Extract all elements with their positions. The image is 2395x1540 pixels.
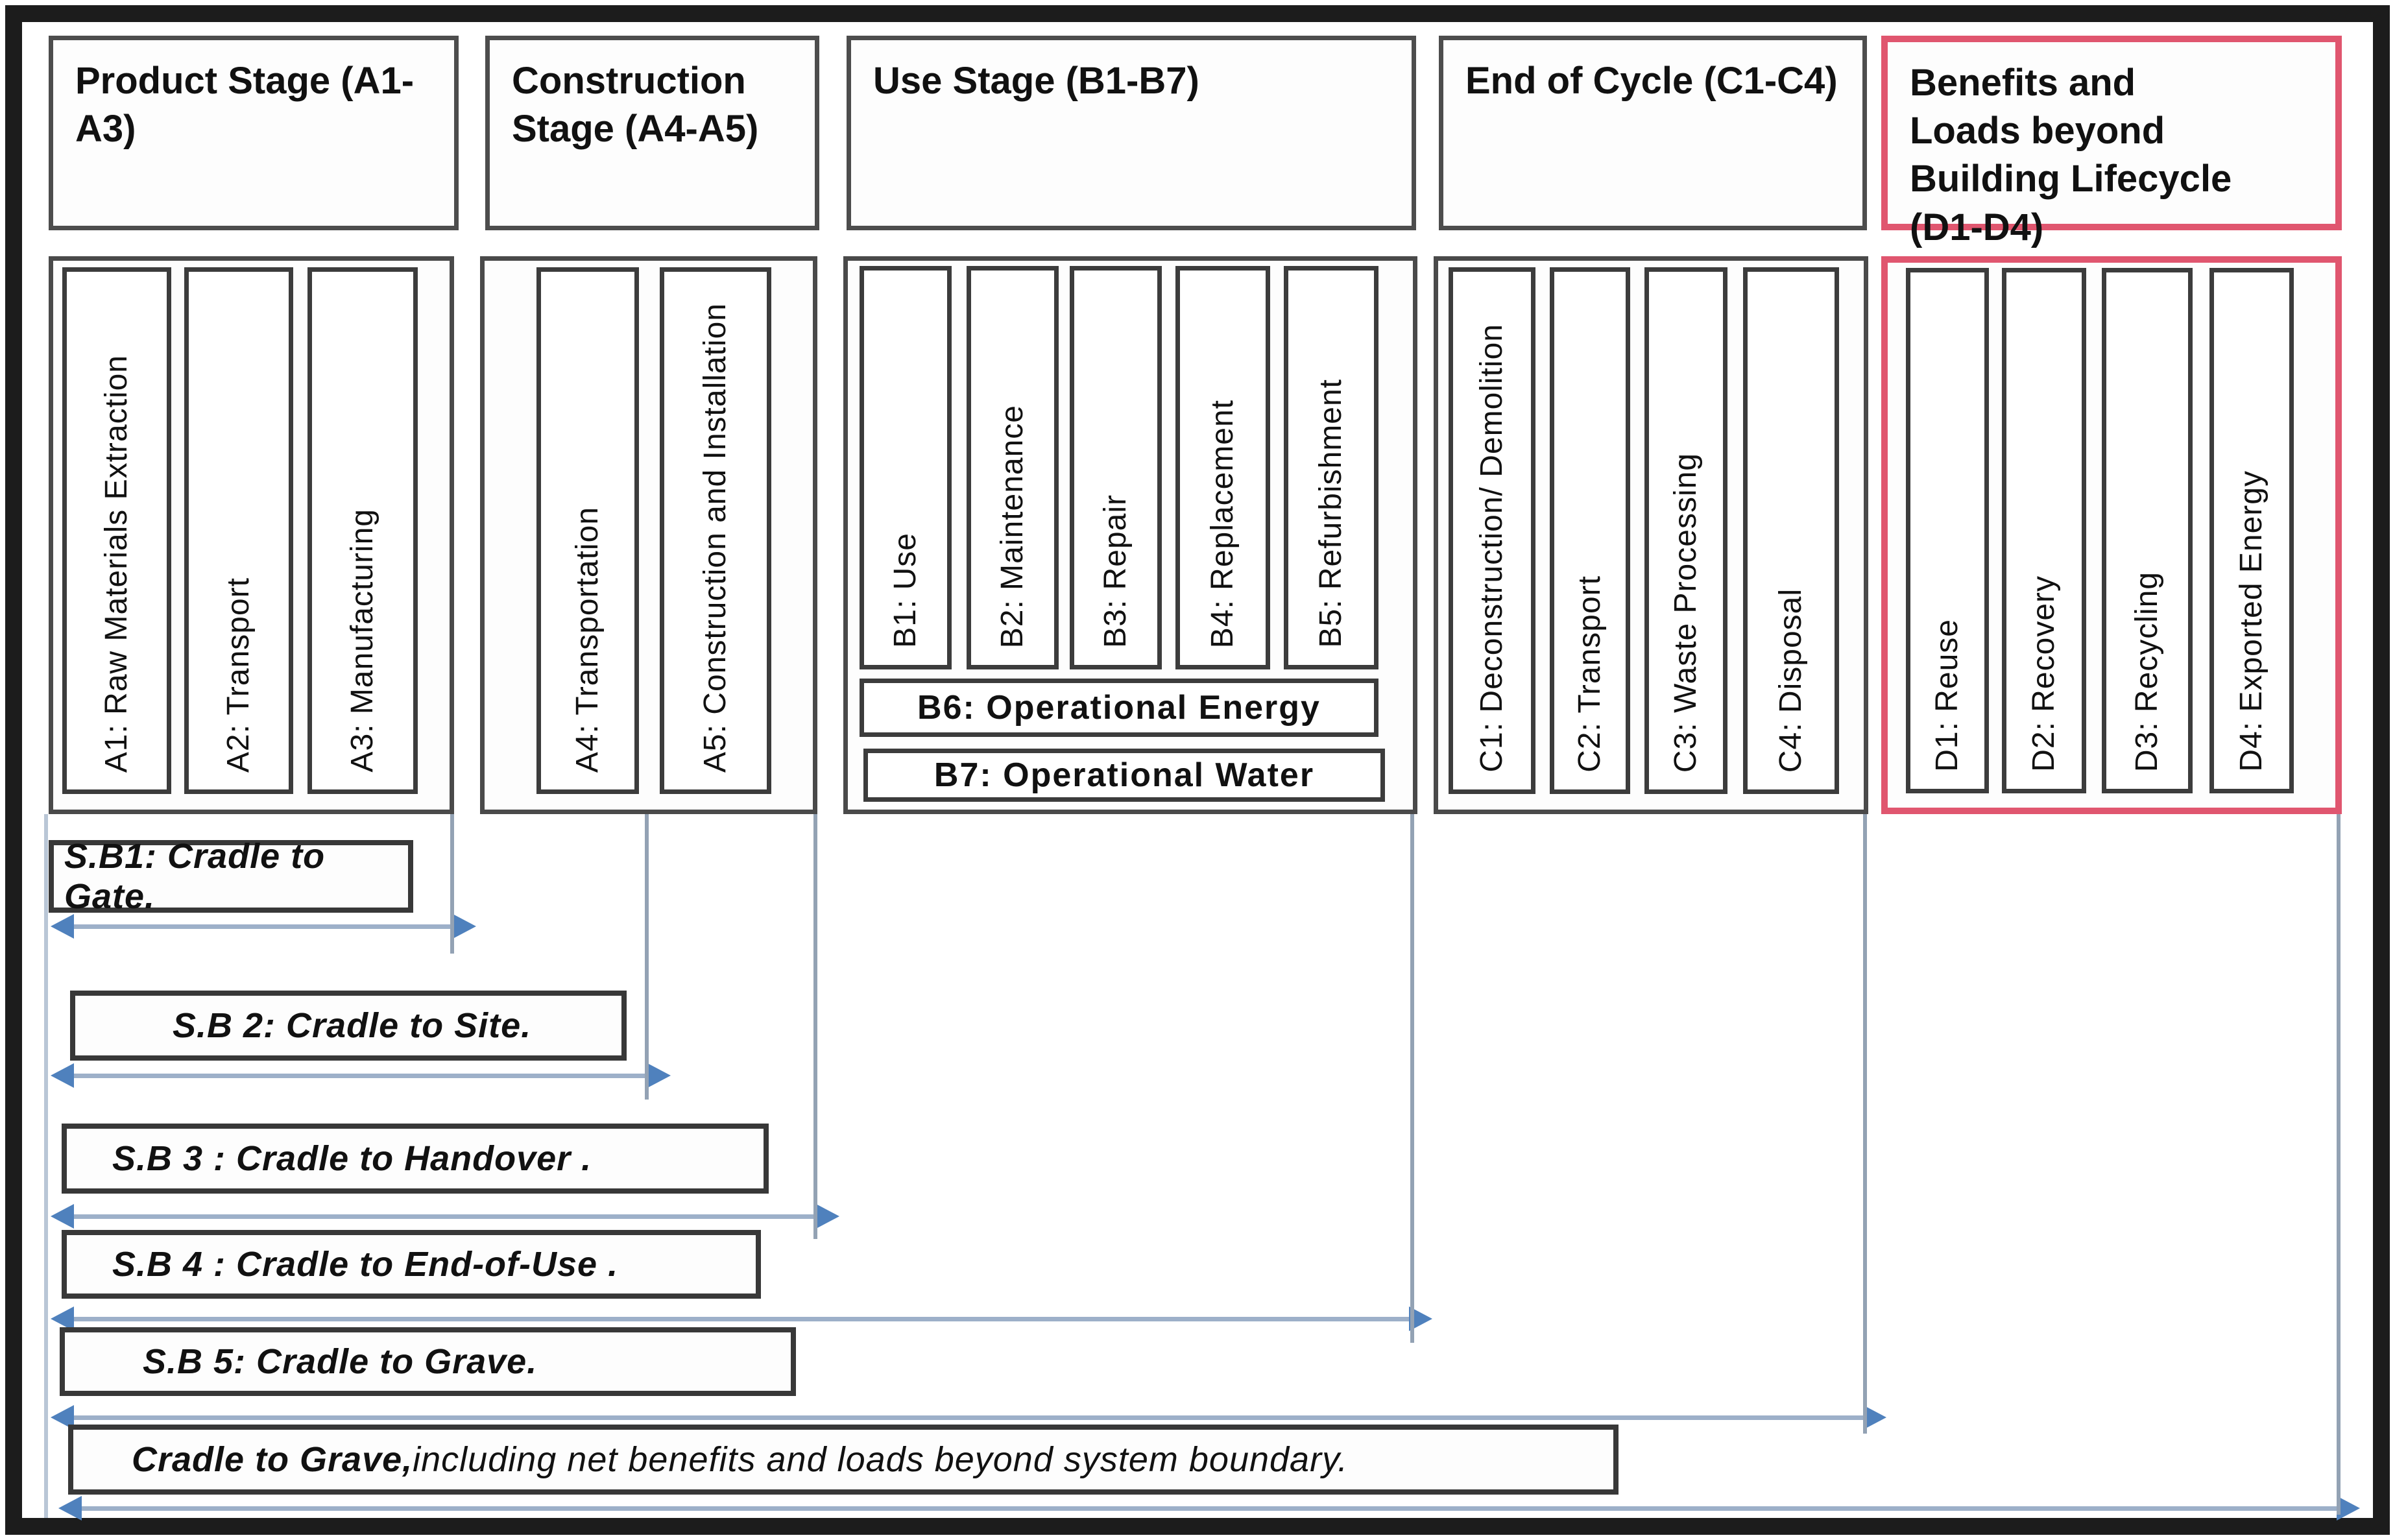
module-a2-label: A2: Transport [221,577,256,773]
module-a3: A3: Manufacturing [307,267,418,794]
module-c2-label: C2: Transport [1572,575,1607,773]
boundary-sb2-extent-arrow [51,1063,671,1088]
module-b3: B3: Repair [1070,266,1162,669]
module-a1-label: A1: Raw Materials Extraction [99,354,134,773]
boundary-sb3-label: S.B 3 : Cradle to Handover . [112,1139,592,1178]
module-d4: D4: Exported Energy [2209,268,2294,793]
boundary-sb5-box: S.B 5: Cradle to Grave. [60,1327,796,1396]
module-d4-label: D4: Exported Energy [2234,470,2269,772]
connector-product-to-sb1 [450,814,454,954]
module-a2: A2: Transport [184,267,293,794]
connector-a4-to-sb2 [645,814,649,1100]
module-b1: B1: Use [860,266,952,669]
boundary-sb3-extent-arrow [51,1204,839,1229]
group-end-of-cycle: C1: Deconstruction/ Demolition C2: Trans… [1434,256,1868,814]
module-d2: D2: Recovery [2002,268,2086,793]
module-b4-label: B4: Replacement [1205,399,1240,648]
module-b2-label: B2: Maintenance [995,404,1029,648]
group-product-stage: A1: Raw Materials Extraction A2: Transpo… [49,256,454,814]
boundary-sb1-label: S.B1: Cradle to Gate. [64,837,326,916]
module-a5: A5: Construction and Installation [660,267,771,794]
module-a3-label: A3: Manufacturing [345,509,379,773]
module-b3-label: B3: Repair [1098,494,1133,648]
module-d1: D1: Reuse [1906,268,1989,793]
module-b5: B5: Refurbishment [1284,266,1378,669]
module-b6-label: B6: Operational Energy [917,689,1321,727]
module-b2: B2: Maintenance [967,266,1059,669]
module-c1-label: C1: Deconstruction/ Demolition [1474,324,1509,773]
header-use-stage-label: Use Stage (B1-B7) [873,60,1199,102]
module-c4-label: C4: Disposal [1774,588,1808,773]
group-benefits-loads: D1: Reuse D2: Recovery D3: Recycling D4:… [1881,256,2342,814]
boundary-cradle-to-grave-bold-label: Cradle to Grave, [132,1440,413,1479]
boundary-cradle-to-grave-full-box: Cradle to Grave, including net benefits … [68,1425,1619,1495]
header-benefits-loads: Benefits and Loads beyond Building Lifec… [1881,36,2342,248]
header-construction-stage: Construction Stage (A4-A5) [485,36,819,230]
module-b7: B7: Operational Water [863,749,1385,802]
connector-end-of-cycle-to-sb5 [1863,814,1867,1434]
module-b4: B4: Replacement [1175,266,1270,669]
connector-use-to-sb4 [1410,814,1414,1343]
boundary-sb5-extent-arrow [51,1405,1886,1430]
module-a4: A4: Transportation [536,267,639,794]
boundary-sb5-label: S.B 5: Cradle to Grave. [143,1342,538,1381]
header-end-of-cycle: End of Cycle (C1-C4) [1439,36,1867,230]
boundary-sb1-box: S.B1: Cradle to Gate. [49,837,413,916]
module-b6: B6: Operational Energy [860,679,1378,737]
module-b1-label: B1: Use [888,533,922,648]
header-construction-stage-label: Construction Stage (A4-A5) [512,60,759,150]
left-boundary-spine-line [44,814,48,1518]
connector-construction-to-sb3 [813,814,817,1239]
header-product-stage: Product Stage (A1-A3) [49,36,459,230]
boundary-sb3-box: S.B 3 : Cradle to Handover . [62,1124,769,1194]
boundary-cradle-to-grave-detail-label: including net benefits and loads beyond … [413,1440,1349,1479]
module-d3: D3: Recycling [2102,268,2193,793]
header-use-stage: Use Stage (B1-B7) [847,36,1416,230]
connector-benefits-to-full-extent [2337,814,2341,1515]
module-c3-label: C3: Waste Processing [1668,452,1703,773]
module-d2-label: D2: Recovery [2027,575,2061,772]
module-a1: A1: Raw Materials Extraction [62,267,171,794]
boundary-full-extent-arrow [58,1496,2360,1521]
boundary-sb2-box: S.B 2: Cradle to Site. [70,991,627,1061]
boundary-sb1-extent-arrow [51,914,476,939]
module-c2: C2: Transport [1550,267,1630,794]
module-a5-label: A5: Construction and Installation [698,302,732,773]
module-b7-label: B7: Operational Water [933,756,1315,794]
module-a4-label: A4: Transportation [570,506,605,773]
module-c3: C3: Waste Processing [1644,267,1727,794]
module-d3-label: D3: Recycling [2130,571,2164,772]
boundary-sb4-extent-arrow [51,1306,1432,1331]
module-d1-label: D1: Reuse [1930,619,1964,772]
boundary-sb4-label: S.B 4 : Cradle to End-of-Use . [112,1245,619,1284]
module-b5-label: B5: Refurbishment [1314,379,1348,648]
header-end-of-cycle-label: End of Cycle (C1-C4) [1465,60,1838,102]
header-product-stage-label: Product Stage (A1-A3) [75,60,415,150]
module-c1: C1: Deconstruction/ Demolition [1449,267,1535,794]
boundary-sb4-box: S.B 4 : Cradle to End-of-Use . [62,1230,761,1299]
module-c4: C4: Disposal [1743,267,1839,794]
boundary-sb2-label: S.B 2: Cradle to Site. [173,1006,532,1045]
header-benefits-loads-label: Benefits and Loads beyond Building Lifec… [1910,62,2232,248]
group-construction-stage: A4: Transportation A5: Construction and … [480,256,817,814]
group-use-stage: B1: Use B2: Maintenance B3: Repair B4: R… [843,256,1417,814]
